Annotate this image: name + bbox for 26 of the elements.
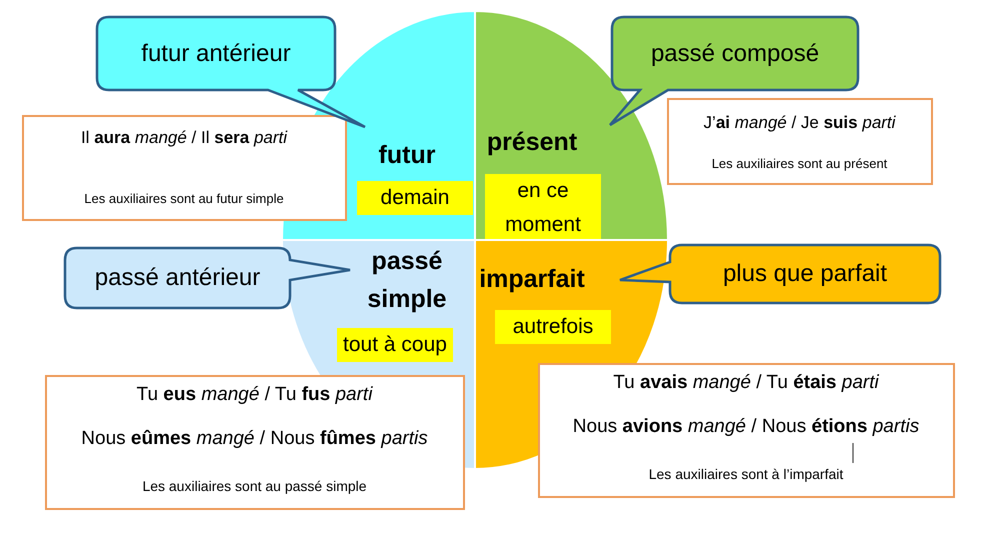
tense-name: futur antérieur bbox=[140, 38, 292, 68]
tense-label: passé simple bbox=[366, 246, 448, 315]
tense-name: passé antérieur bbox=[94, 263, 262, 293]
example-sentence: J’ai mangé / Je suis parti bbox=[702, 112, 897, 134]
note-text: Les auxiliaires sont au passé simple bbox=[141, 477, 368, 496]
tense-label: imparfait bbox=[478, 264, 586, 295]
example-box bbox=[22, 115, 347, 221]
example-box bbox=[45, 375, 465, 510]
note-text: Les auxiliaires sont au présent bbox=[710, 156, 888, 173]
tense-label: futur bbox=[378, 140, 436, 171]
time-expression: tout à coup bbox=[337, 328, 453, 362]
example-sentence: Tu avais mangé / Tu étais parti bbox=[612, 371, 880, 395]
tense-name: plus que parfait bbox=[722, 259, 888, 289]
note-text: Les auxiliaires sont au futur simple bbox=[83, 191, 285, 208]
example-sentence: Nous eûmes mangé / Nous fûmes partis bbox=[80, 427, 429, 451]
note-text: Les auxiliaires sont à l’imparfait bbox=[648, 465, 844, 484]
example-sentence: Il aura mangé / Il sera parti bbox=[80, 127, 288, 149]
time-expression: demain bbox=[357, 181, 473, 215]
time-expression: en ce moment bbox=[485, 174, 601, 242]
time-expression: autrefois bbox=[495, 310, 611, 344]
example-box bbox=[538, 363, 955, 498]
example-box bbox=[667, 98, 933, 185]
tense-name: passé composé bbox=[650, 38, 820, 68]
tense-label: présent bbox=[486, 127, 578, 158]
example-sentence: Nous avions mangé / Nous étions partis bbox=[572, 415, 920, 439]
example-sentence: Tu eus mangé / Tu fus parti bbox=[136, 383, 374, 407]
